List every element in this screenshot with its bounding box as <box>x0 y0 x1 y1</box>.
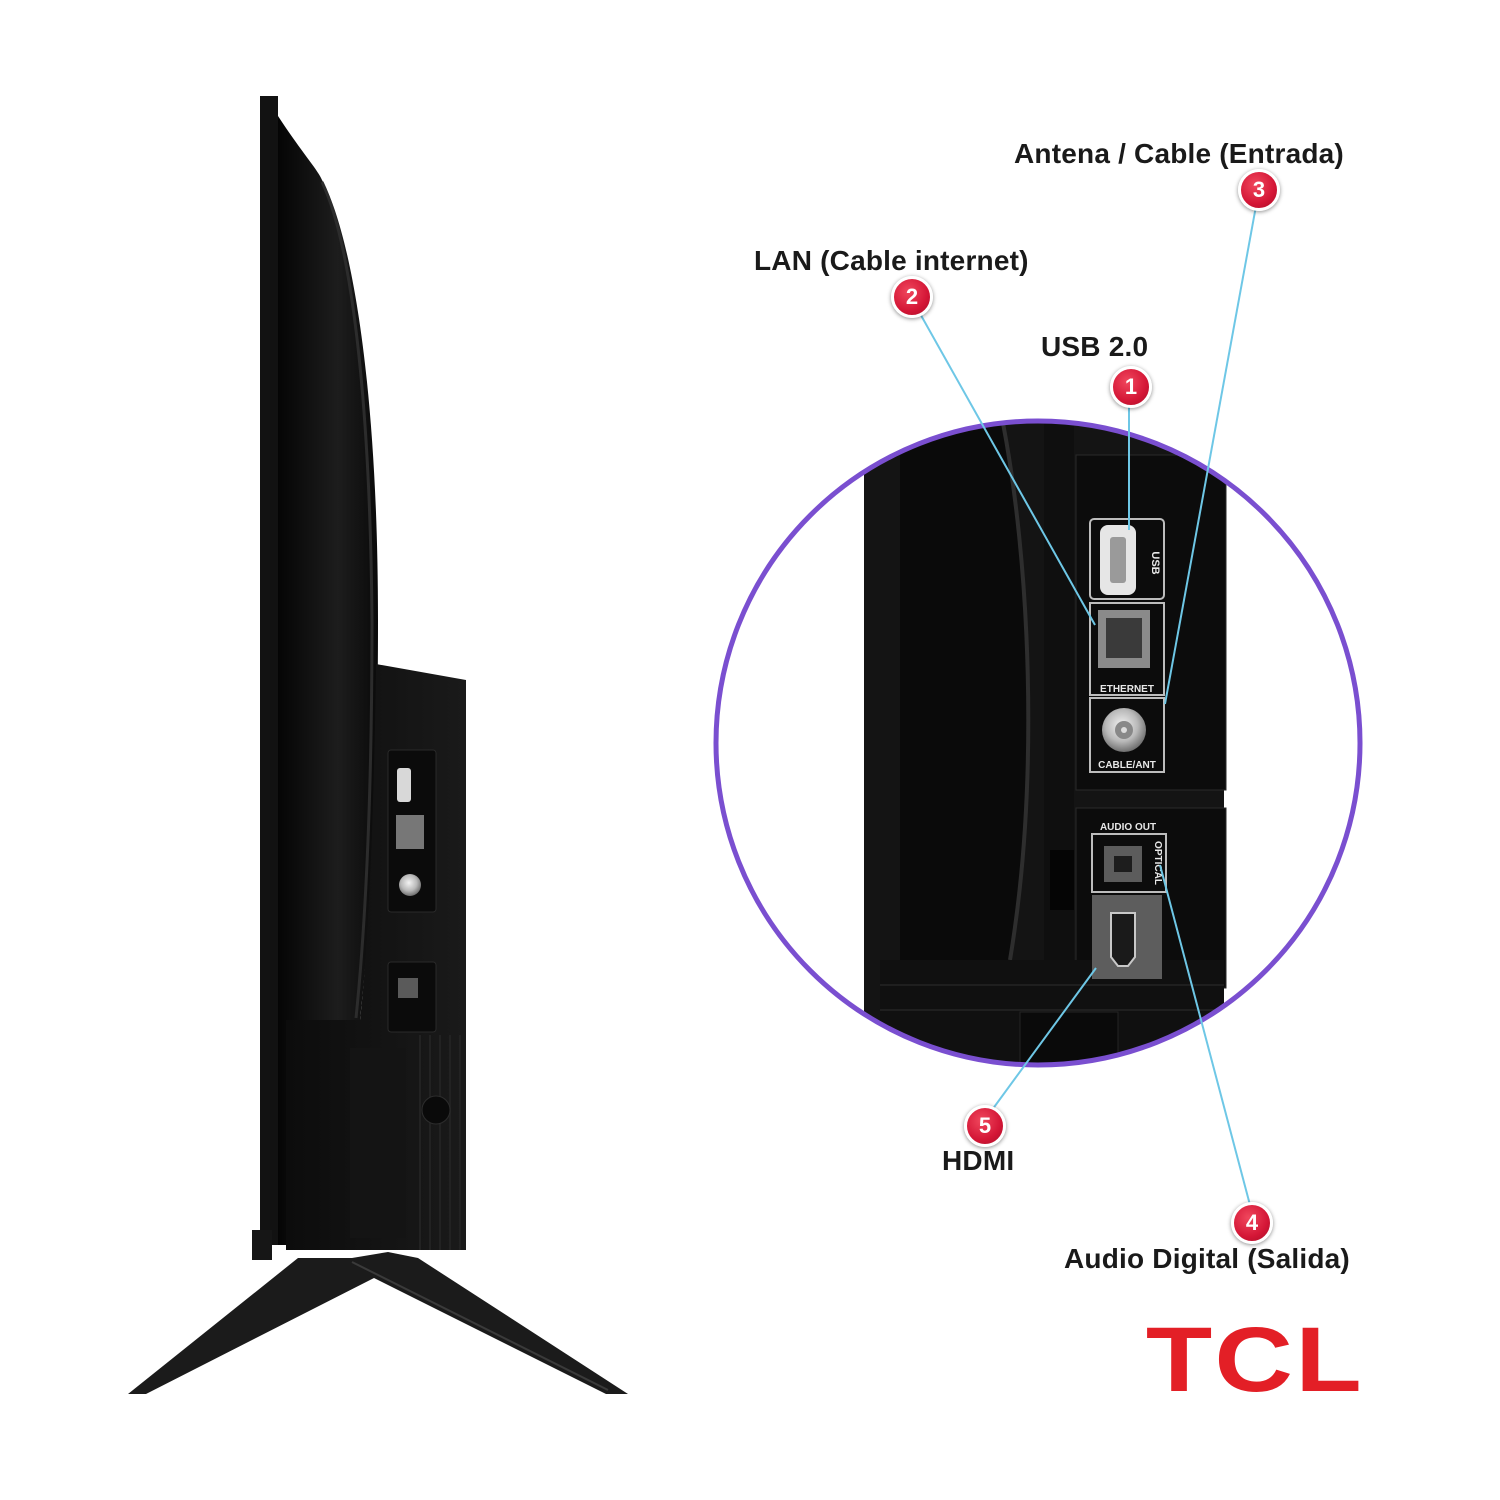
tcl-logo: TCL <box>1145 1309 1364 1411</box>
tv-base-ribs <box>419 1035 461 1250</box>
zoom-optical-port: AUDIO OUT OPTICAL <box>1091 822 1167 893</box>
tv-panel-edge <box>260 96 278 1245</box>
tv-usb-port-small <box>397 768 411 802</box>
zoom-ethernet-text: ETHERNET <box>1100 684 1154 695</box>
badge-4: 4 <box>1231 1202 1273 1244</box>
zoom-ethernet-port: ETHERNET <box>1089 602 1165 696</box>
tv-base-plate <box>350 1048 406 1238</box>
leader-lines <box>917 205 1257 1206</box>
tv-ethernet-port-small <box>396 815 424 849</box>
tv-back-shell-highlight <box>320 181 374 1019</box>
label-lan: LAN (Cable internet) <box>754 245 1029 276</box>
tv-stand <box>128 1252 628 1394</box>
leader-line-audio <box>1159 864 1251 1206</box>
tv-bottom-foot <box>252 1230 272 1260</box>
label-hdmi: HDMI <box>942 1145 1015 1176</box>
zoom-panel-curve <box>900 421 1030 1000</box>
zoom-usb-port: USB <box>1089 518 1165 600</box>
tv-side-view <box>128 96 628 1394</box>
zoom-audio-out-text: AUDIO OUT <box>1100 822 1156 833</box>
zoom-cable-ant-text: CABLE/ANT <box>1098 760 1156 771</box>
zoom-detail: USB ETHERNET CABLE/ANT AUDIO OUT OPTICAL <box>713 418 1363 1068</box>
tv-back-shell <box>278 116 378 1245</box>
badge-2: 2 <box>891 276 933 318</box>
zoom-optical-text: OPTICAL <box>1152 841 1163 885</box>
tv-coax-port-small <box>399 874 421 896</box>
leader-line-antenna <box>1164 205 1257 705</box>
badge-1: 1 <box>1110 366 1152 408</box>
zoom-ring <box>713 418 1363 1068</box>
badge-3: 3 <box>1238 169 1280 211</box>
badge-5: 5 <box>964 1105 1006 1147</box>
tv-stand-highlight <box>351 1261 609 1391</box>
leader-line-hdmi <box>991 967 1097 1111</box>
label-usb: USB 2.0 <box>1041 331 1149 362</box>
zoom-hdmi-port <box>1092 895 1162 979</box>
zoom-usb-text: USB <box>1149 551 1161 574</box>
tv-optical-port-small <box>398 978 418 998</box>
label-antenna: Antena / Cable (Entrada) <box>1014 138 1344 169</box>
tv-base-button <box>421 1095 451 1125</box>
label-audio: Audio Digital (Salida) <box>1064 1243 1350 1274</box>
leader-line-lan <box>917 309 1096 626</box>
zoom-coax-port: CABLE/ANT <box>1089 697 1165 773</box>
